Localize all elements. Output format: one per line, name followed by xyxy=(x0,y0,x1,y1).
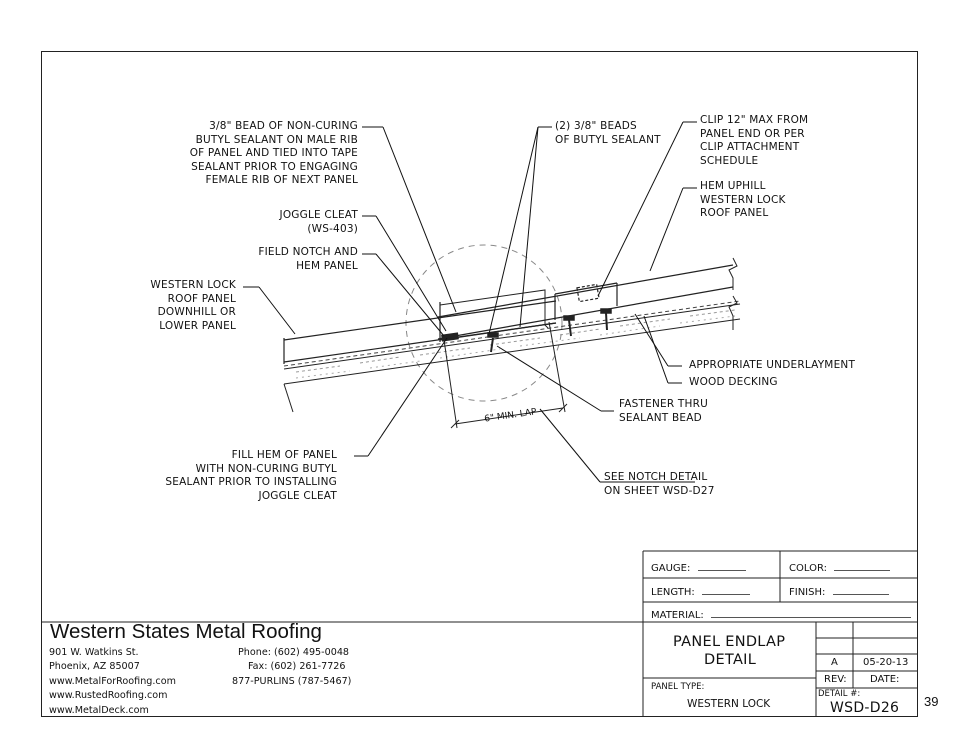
finish-label: FINISH: xyxy=(789,587,826,598)
company-address-1: 901 W. Watkins St. xyxy=(49,647,139,658)
company-name: Western States Metal Roofing xyxy=(50,620,322,643)
detail-title-line-1: PANEL ENDLAP xyxy=(673,634,786,650)
note-line: CLIP 12" MAX FROM xyxy=(700,114,809,126)
note-line: PANEL END OR PER xyxy=(700,127,805,140)
note-line: SEALANT PRIOR TO ENGAGING xyxy=(191,160,358,173)
color-field: COLOR: xyxy=(789,561,891,574)
note-line: WOOD DECKING xyxy=(689,376,778,388)
drawing-sheet-border xyxy=(41,51,918,717)
date-label: DATE: xyxy=(870,674,900,685)
note-line: CLIP ATTACHMENT xyxy=(700,141,800,154)
panel-type-label: PANEL TYPE: xyxy=(651,682,705,692)
note-line: (WS-403) xyxy=(307,222,358,235)
detail-number-value: WSD-D26 xyxy=(830,700,900,716)
note-line: ON SHEET WSD-D27 xyxy=(604,484,715,497)
page-number: 39 xyxy=(924,694,939,709)
note-line: HEM PANEL xyxy=(296,259,358,272)
note-line: BUTYL SEALANT ON MALE RIB xyxy=(195,133,358,146)
note-line: (2) 3/8" BEADS xyxy=(555,120,637,132)
note-clip: CLIP 12" MAX FROM PANEL END OR PER CLIP … xyxy=(700,114,808,168)
note-joggle-cleat: JOGGLE CLEAT (WS-403) xyxy=(280,209,358,236)
lower-roof-panel xyxy=(283,300,557,364)
company-website-3: www.MetalDeck.com xyxy=(49,705,149,716)
color-label: COLOR: xyxy=(789,563,827,574)
note-line: SEALANT BEAD xyxy=(619,411,702,424)
note-line: FILL HEM OF PANEL xyxy=(231,449,337,461)
date-value: 05-20-13 xyxy=(863,657,909,668)
zoom-circle xyxy=(405,244,563,402)
note-line: WITH NON-CURING BUTYL xyxy=(195,462,337,475)
note-underlayment: APPROPRIATE UNDERLAYMENT xyxy=(689,359,855,373)
title-block-lines xyxy=(41,550,918,717)
note-fill-hem: FILL HEM OF PANEL WITH NON-CURING BUTYL … xyxy=(165,449,337,503)
note-line: SCHEDULE xyxy=(700,154,759,167)
note-line: SEALANT PRIOR TO INSTALLING xyxy=(165,476,337,489)
note-butyl-bead: 3/8" BEAD OF NON-CURING BUTYL SEALANT ON… xyxy=(190,120,358,188)
upper-roof-panel xyxy=(437,264,734,342)
note-fastener: FASTENER THRU SEALANT BEAD xyxy=(619,398,708,425)
note-line: FASTENER THRU xyxy=(619,398,708,410)
material-label: MATERIAL: xyxy=(651,610,704,621)
panel-type-value: WESTERN LOCK xyxy=(687,698,771,710)
note-line: APPROPRIATE UNDERLAYMENT xyxy=(689,359,856,371)
note-line: HEM UPHILL xyxy=(700,180,766,192)
length-label: LENGTH: xyxy=(651,587,695,598)
detail-title-line-2: DETAIL xyxy=(704,652,757,668)
fasteners xyxy=(487,308,612,353)
min-lap-label: 6" MIN. LAP xyxy=(484,407,538,424)
material-blank xyxy=(711,608,911,618)
note-line: JOGGLE CLEAT xyxy=(258,489,337,502)
note-line: DOWNHILL OR xyxy=(157,306,236,319)
company-address-2: Phoenix, AZ 85007 xyxy=(49,661,140,672)
finish-field: FINISH: xyxy=(789,585,889,598)
note-two-beads: (2) 3/8" BEADS OF BUTYL SEALANT xyxy=(555,120,661,147)
company-phone: Phone: (602) 495-0048 xyxy=(238,647,350,658)
finish-blank xyxy=(832,585,889,595)
note-line: LOWER PANEL xyxy=(159,319,236,332)
underlayment xyxy=(283,300,741,367)
company-tollfree: 877-PURLINS (787-5467) xyxy=(232,676,352,687)
note-line: SEE NOTCH DETAIL xyxy=(604,471,708,483)
company-website-2: www.RustedRoofing.com xyxy=(49,690,168,701)
company-fax: Fax: (602) 261-7726 xyxy=(248,661,346,672)
note-line: WESTERN LOCK xyxy=(150,279,236,291)
gauge-label: GAUGE: xyxy=(651,563,691,574)
note-line: FEMALE RIB OF NEXT PANEL xyxy=(205,174,358,187)
note-western-lock-lower: WESTERN LOCK ROOF PANEL DOWNHILL OR LOWE… xyxy=(150,279,236,333)
note-wood-decking: WOOD DECKING xyxy=(689,376,778,390)
note-line: ROOF PANEL xyxy=(167,292,236,305)
note-line: OF PANEL AND TIED INTO TAPE xyxy=(189,147,358,160)
note-line: OF BUTYL SEALANT xyxy=(555,133,661,146)
note-see-notch: SEE NOTCH DETAIL ON SHEET WSD-D27 xyxy=(604,471,715,498)
note-line: FIELD NOTCH AND xyxy=(258,246,358,258)
length-field: LENGTH: xyxy=(651,585,750,598)
color-blank xyxy=(834,561,891,571)
leader-lines xyxy=(243,121,697,483)
dimension-min-lap xyxy=(443,321,568,429)
rev-label: REV: xyxy=(824,674,847,685)
gauge-blank xyxy=(697,561,746,571)
note-field-notch: FIELD NOTCH AND HEM PANEL xyxy=(258,246,358,273)
note-line: JOGGLE CLEAT xyxy=(279,209,358,221)
note-line: WESTERN LOCK xyxy=(700,193,786,206)
material-field: MATERIAL: xyxy=(651,608,911,621)
break-marks xyxy=(728,257,738,330)
note-line: ROOF PANEL xyxy=(700,207,769,220)
note-line: 3/8" BEAD OF NON-CURING xyxy=(209,120,358,132)
detail-number-label: DETAIL #: xyxy=(818,689,861,699)
rev-value: A xyxy=(831,657,838,668)
gauge-field: GAUGE: xyxy=(651,561,746,574)
note-hem-uphill: HEM UPHILL WESTERN LOCK ROOF PANEL xyxy=(700,180,786,221)
company-website-1: www.MetalForRoofing.com xyxy=(49,676,176,687)
wood-decking xyxy=(283,303,741,413)
length-blank xyxy=(701,585,750,595)
